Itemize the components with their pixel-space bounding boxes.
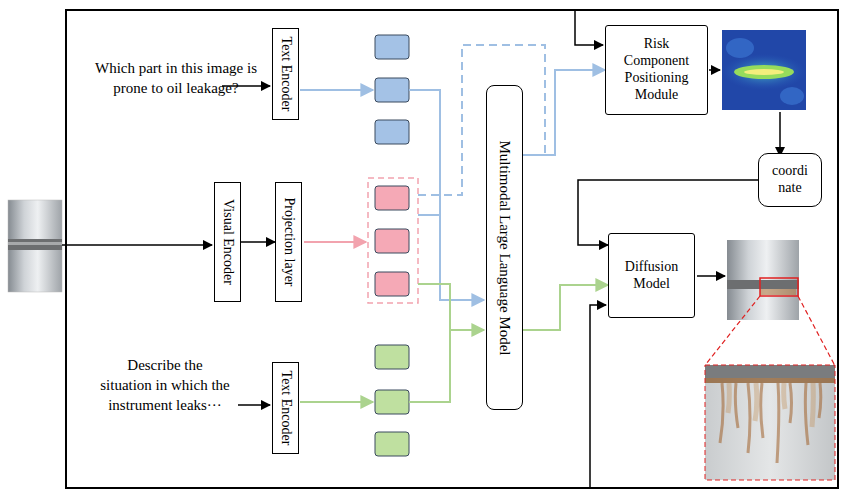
connector-arrow <box>523 70 605 155</box>
prompt-text: Describe the situation in which the inst… <box>100 355 230 415</box>
outer-frame <box>66 10 838 488</box>
input-photo <box>8 200 62 292</box>
image-wire <box>590 305 606 488</box>
rust-stain <box>760 289 796 295</box>
image-wire <box>575 10 603 45</box>
heatmap-glow <box>722 54 806 90</box>
weld-highlight <box>8 242 62 245</box>
heatmap-spot <box>726 38 754 58</box>
token-wire <box>418 214 440 216</box>
zoom-box <box>760 278 798 296</box>
rust-streak <box>720 383 821 463</box>
heatmap-spot <box>780 87 804 105</box>
encoder-box: Text Encoder <box>272 28 299 120</box>
question-text: Which part in this image is prone to oil… <box>88 58 264 98</box>
heatmap-hot <box>734 65 794 79</box>
zoom-leader <box>706 296 760 364</box>
heatmap-image <box>722 30 806 110</box>
visual-token <box>375 272 409 296</box>
image-arrow <box>62 244 212 246</box>
rust-streak <box>728 383 813 427</box>
weld-band <box>705 365 835 378</box>
node-text: Projection layer <box>280 197 297 286</box>
text-token <box>375 35 409 59</box>
module-box: Risk Component Positioning Module <box>605 25 708 115</box>
text-token <box>375 345 409 369</box>
encoder-box: Text Encoder <box>272 362 299 454</box>
zoom-photo <box>705 365 835 480</box>
visual-token <box>375 229 409 253</box>
weld-band <box>8 239 62 250</box>
connector-arrow <box>241 241 275 243</box>
visual-token-group <box>368 178 418 303</box>
heatmap-arrow <box>709 69 720 71</box>
output-arrow <box>697 275 725 277</box>
prompt-arrow <box>238 404 270 406</box>
coordinate-box: coordi nate <box>758 153 822 207</box>
text-token-arrow <box>300 89 373 91</box>
dashed-wire <box>418 45 545 195</box>
zoom-border <box>705 365 835 480</box>
node-text: Text Encoder <box>277 371 294 446</box>
text-token <box>375 390 409 414</box>
node-text: Diffusion Model <box>615 259 688 293</box>
text-token <box>375 120 409 144</box>
node-text: Text Encoder <box>277 37 294 112</box>
output-photo <box>727 240 799 320</box>
text-token <box>375 78 409 102</box>
token-wire <box>418 284 450 330</box>
coordinate-arrow <box>779 112 781 156</box>
text-token-arrow <box>300 401 373 403</box>
weld-band <box>727 280 799 289</box>
visual-token <box>375 186 409 210</box>
node-text: Visual Encoder <box>219 199 236 285</box>
heatmap-hot <box>744 69 784 75</box>
connector-arrow <box>523 285 608 330</box>
rust-band <box>705 378 835 383</box>
node-text: Multimodal Large Language Model <box>496 140 514 355</box>
model-box: Diffusion Model <box>608 233 695 318</box>
encoder-box: Visual Encoder <box>214 182 241 302</box>
node-text: Risk Component Positioning Module <box>612 36 701 103</box>
zoom-leader <box>798 296 834 364</box>
projection-box: Projection layer <box>275 182 302 302</box>
model-box: Multimodal Large Language Model <box>486 85 523 410</box>
token-wire <box>409 330 484 402</box>
visual-token-arrow <box>304 241 366 243</box>
text-token <box>375 432 409 456</box>
node-text: coordi nate <box>765 163 815 197</box>
